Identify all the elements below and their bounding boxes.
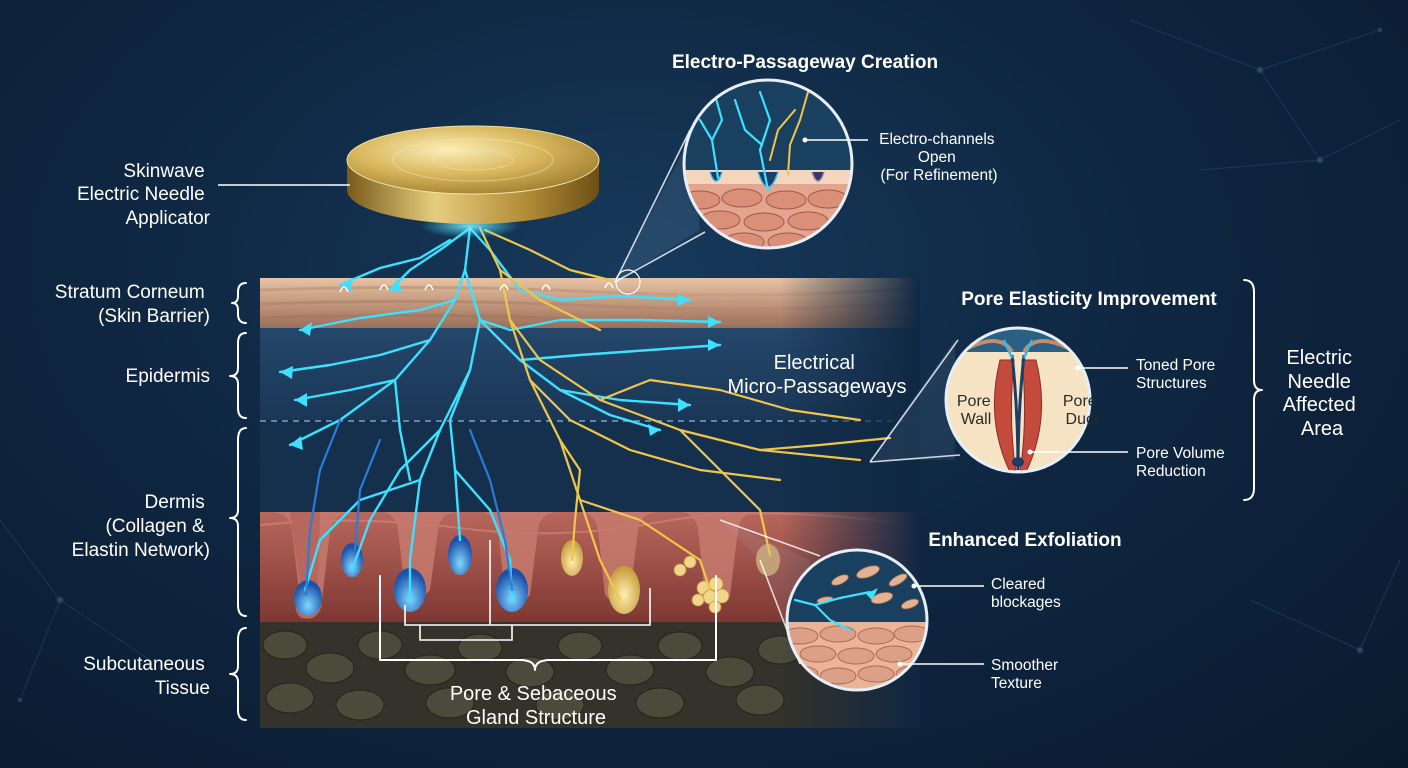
micro-passageways-label: Electrical Micro-Passageways [728,352,907,398]
subcutaneous-bracket [229,627,247,721]
smoother-texture-label: Smoother Texture [991,657,1063,692]
epidermis-bracket [229,332,247,419]
pore-gland-label: Pore & Sebaceous Gland Structure [450,683,622,729]
applicator-label: Skinwave Electric Needle Applicator [77,161,211,229]
left-labels: Skinwave Electric Needle Applicator Stra… [55,161,350,721]
pore-gland-bracket [379,540,717,671]
cleared-blockages-label: Cleared blockages [991,576,1061,611]
callout-electro-passageway [614,78,868,295]
callout-pore-elasticity [869,326,1128,474]
applicator-disc [346,125,600,224]
background-network [0,19,1401,703]
stratum-corneum-label: Stratum Corneum (Skin Barrier) [55,282,210,327]
dermis-label: Dermis (Collagen & Elastin Network) [72,492,210,561]
electrical-current-deep-blue [304,418,514,597]
callout-creation-note: Electro-channels Open (For Refinement) [879,131,999,184]
electrical-current-gold [478,226,892,602]
affected-area-bracket [1243,279,1263,501]
passageway-arrows [280,278,720,450]
stratum-bracket [231,282,247,324]
affected-area-label: Electric Needle Affected Area [1283,347,1362,440]
electrical-current-blue [278,226,722,602]
epidermis-label: Epidermis [126,366,210,387]
dermis-bracket [229,427,247,617]
subcutaneous-label: Subcutaneous Tissue [83,654,210,699]
callout-exfoliation [719,519,984,692]
callout-exfoliation-title: Enhanced Exfoliation [928,530,1121,551]
callout-elasticity-title: Pore Elasticity Improvement [961,289,1217,310]
toned-pore-label: Toned Pore Structures [1136,357,1220,392]
pore-wall-label: Pore Wall [957,393,995,428]
pore-volume-label: Pore Volume Reduction [1136,445,1229,480]
pore-duct-label: Pore Duct [1063,393,1101,428]
surface-channels [339,282,614,293]
callout-creation-title: Electro-Passageway Creation [672,52,938,73]
